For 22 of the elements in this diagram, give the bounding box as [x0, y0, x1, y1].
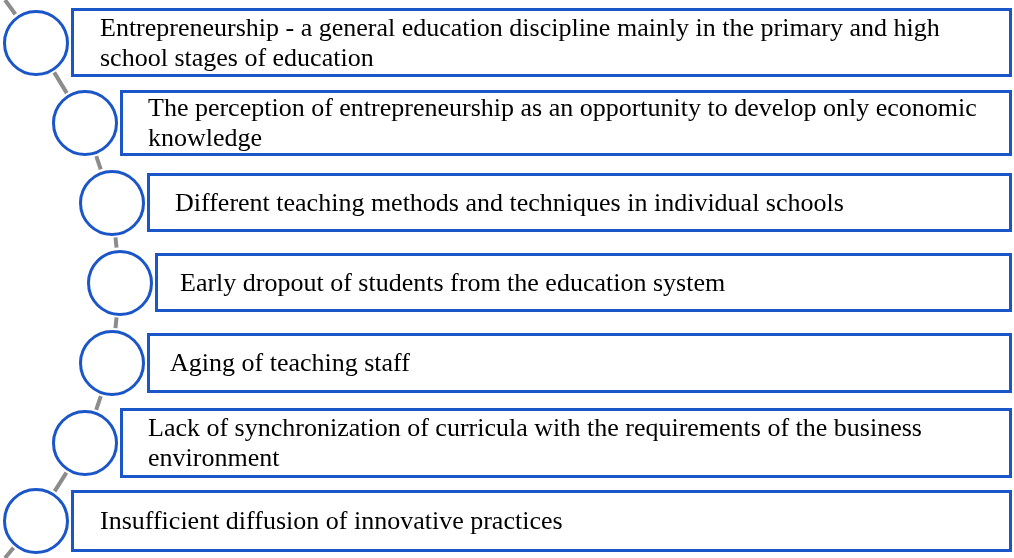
connector-line: [52, 471, 69, 493]
item-text: Lack of synchronization of curricula with the requirements of the business environment: [148, 413, 923, 473]
text-box: [155, 253, 1012, 312]
item-text: Insufficient diffusion of innovative practices: [100, 506, 563, 536]
connector-line: [94, 395, 103, 411]
item-text: Aging of teaching staff: [170, 348, 410, 378]
connector-line: [3, 546, 16, 558]
connector-line: [3, 0, 17, 16]
item-text: Entrepreneurship - a general education discipline mainly in the primary and high school stages of education: [100, 12, 941, 73]
connector-line: [94, 155, 103, 170]
item-text: Early dropout of students from the education system: [180, 267, 726, 298]
text-box: [147, 333, 1012, 393]
text-box: [120, 90, 1012, 156]
text-box: [71, 8, 1012, 77]
item-text: Different teaching methods and techniques in individual schools: [175, 187, 844, 218]
connector-line: [52, 71, 69, 95]
text-box: [147, 173, 1012, 232]
connector-line: [113, 317, 119, 329]
connector-line: [113, 237, 119, 248]
text-box: [71, 490, 1012, 552]
text-box: [120, 408, 1012, 478]
item-text: The perception of entrepreneurship as an opportunity to develop only economic knowledge: [148, 93, 978, 153]
